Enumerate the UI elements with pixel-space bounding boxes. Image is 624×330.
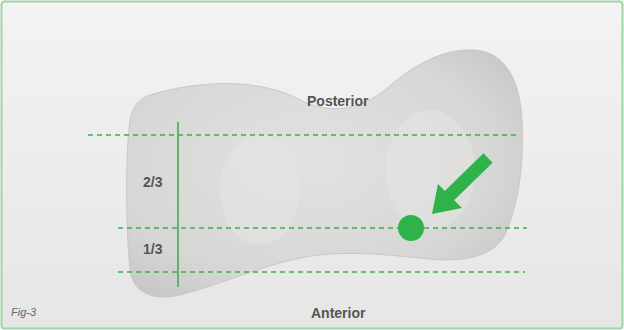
direction-label: Anterior: [311, 305, 365, 321]
dashed-guide: [118, 227, 527, 228]
pointer-arrow: [432, 158, 488, 214]
figure-caption: Fig-3: [11, 306, 36, 318]
dashed-guide: [118, 271, 525, 272]
dashed-guide: [88, 134, 517, 135]
plateau-shading: [220, 135, 300, 245]
direction-label: Posterior: [307, 93, 368, 109]
measure-line: [177, 122, 179, 287]
entry-point: [398, 215, 424, 241]
tibial-plateau: [127, 50, 523, 297]
plateau-shading: [385, 110, 475, 230]
ratio-label: 2/3: [143, 174, 162, 190]
ratio-label: 1/3: [143, 241, 162, 257]
